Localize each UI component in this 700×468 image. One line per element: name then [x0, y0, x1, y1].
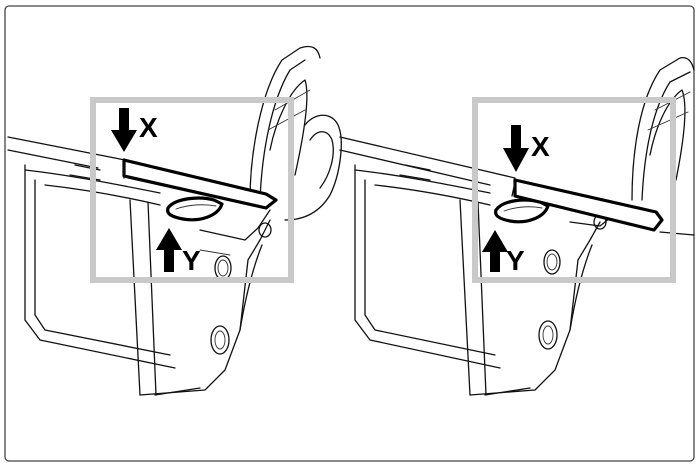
panel-right: X Y	[339, 56, 695, 396]
latch-right	[494, 198, 550, 224]
camera-body-left	[7, 136, 272, 396]
label-x: X	[139, 112, 158, 143]
arrow-down-icon	[503, 125, 529, 172]
camera-body-right	[339, 136, 611, 396]
plate-right	[513, 178, 664, 232]
camera-arc-right	[631, 56, 695, 236]
outer-border	[4, 5, 695, 462]
highlight-box-right	[472, 97, 676, 283]
panel-left: X Y	[7, 45, 342, 396]
arrow-down-icon	[111, 108, 137, 152]
label-y: Y	[182, 245, 201, 276]
label-y: Y	[506, 245, 525, 276]
latch-left	[166, 196, 224, 222]
label-x: X	[531, 131, 550, 162]
arrow-up-icon	[482, 230, 508, 272]
arrow-up-icon	[156, 228, 182, 272]
highlight-box-left	[90, 97, 294, 283]
